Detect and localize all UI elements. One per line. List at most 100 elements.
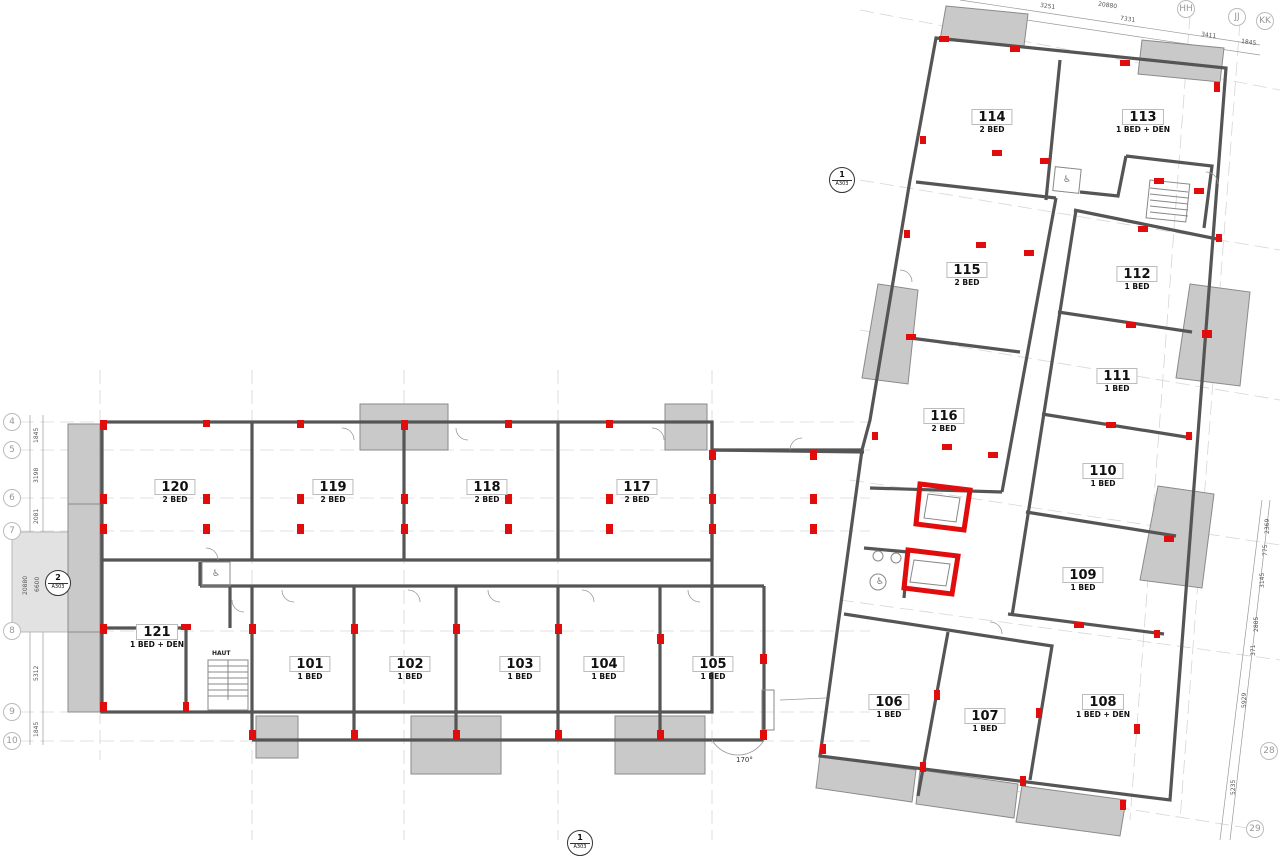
stair-east: [1145, 179, 1191, 223]
dim-left-6600: 6600: [34, 576, 41, 592]
balconies: [67, 5, 1251, 837]
section-marker-1-south[interactable]: 1 A303: [567, 830, 593, 856]
room-number: 108: [1082, 694, 1124, 710]
accessible-washroom-east: [1052, 166, 1082, 194]
section-sheet: A303: [573, 844, 587, 850]
dim-left-1845-bottom: 1845: [33, 721, 40, 737]
dim-left-5312: 5312: [33, 665, 40, 681]
section-marker-1-east[interactable]: 1 A303: [829, 167, 855, 193]
dim-right-2369: 2369: [1264, 518, 1271, 534]
room-type: 1 BED: [972, 724, 998, 733]
room-type: 1 BED: [507, 672, 533, 681]
room-number: 114: [971, 109, 1013, 125]
common-washroom: [869, 550, 902, 591]
room-number: 116: [923, 408, 965, 424]
dim-right-5235: 5235: [1230, 779, 1237, 795]
accessible-icon-west: ♿: [211, 569, 221, 579]
room-type: 1 BED: [876, 710, 902, 719]
section-number: 2: [55, 573, 61, 582]
dim-left-2081: 2081: [33, 508, 40, 524]
room-type: 2 BED: [320, 495, 346, 504]
grid-bubble-4: 4: [3, 413, 21, 431]
room-type: 1 BED: [1104, 384, 1130, 393]
room-number: 111: [1096, 368, 1138, 384]
room-type: 1 BED: [1070, 583, 1096, 592]
room-number: 103: [499, 656, 541, 672]
section-marker-2-west[interactable]: 2 A303: [45, 570, 71, 596]
room-number: 107: [964, 708, 1006, 724]
room-number: 115: [946, 262, 988, 278]
room-type: 1 BED: [591, 672, 617, 681]
room-number: 106: [868, 694, 910, 710]
room-type: 1 BED + DEN: [1075, 710, 1131, 719]
room-number: 104: [583, 656, 625, 672]
dim-right-775: 775: [1262, 544, 1269, 556]
section-number: 1: [577, 833, 583, 842]
stair-west: [207, 659, 249, 711]
grid-bubble-hh: HH: [1177, 0, 1195, 18]
accessible-icon-east: ♿: [1062, 175, 1072, 185]
room-number: 118: [466, 479, 508, 495]
elevator-shafts: [901, 481, 973, 597]
room-type: 1 BED + DEN: [1115, 125, 1171, 134]
grid-bubble-6: 6: [3, 489, 21, 507]
grid-bubble-kk: KK: [1256, 12, 1274, 30]
grid-bubble-9: 9: [3, 703, 21, 721]
grid-bubble-5: 5: [3, 441, 21, 459]
section-divider: [48, 583, 68, 584]
dim-left-20880: 20880: [22, 575, 29, 595]
grid-bubble-8: 8: [3, 622, 21, 640]
walls-west-wing: [100, 420, 862, 742]
room-number: 105: [692, 656, 734, 672]
room-number: 117: [616, 479, 658, 495]
room-type: 2 BED: [954, 278, 980, 287]
room-number: 119: [312, 479, 354, 495]
room-type: 2 BED: [474, 495, 500, 504]
room-number: 102: [389, 656, 431, 672]
room-type: 2 BED: [162, 495, 188, 504]
room-type: 2 BED: [624, 495, 650, 504]
room-number: 101: [289, 656, 331, 672]
section-number: 1: [839, 170, 845, 179]
room-number: 109: [1062, 567, 1104, 583]
room-type: 1 BED: [1124, 282, 1150, 291]
dim-left-1845-top: 1845: [33, 427, 40, 443]
grid-bubble-7: 7: [3, 522, 21, 540]
room-number: 110: [1082, 463, 1124, 479]
structural-columns: [100, 36, 1222, 810]
room-number: 113: [1122, 109, 1164, 125]
door-swings: [205, 171, 1219, 635]
dim-right-3145: 3145: [1259, 572, 1266, 588]
walls-east-wing: [818, 36, 1228, 802]
room-number: 112: [1116, 266, 1158, 282]
room-type: 1 BED: [397, 672, 423, 681]
section-sheet: A303: [51, 584, 65, 590]
grid-bubble-10: 10: [3, 732, 21, 750]
grid-bubble-28: 28: [1260, 742, 1278, 760]
room-type: 2 BED: [979, 125, 1005, 134]
room-number: 120: [154, 479, 196, 495]
grid-bubble-29: 29: [1246, 820, 1264, 838]
section-divider: [832, 180, 852, 181]
